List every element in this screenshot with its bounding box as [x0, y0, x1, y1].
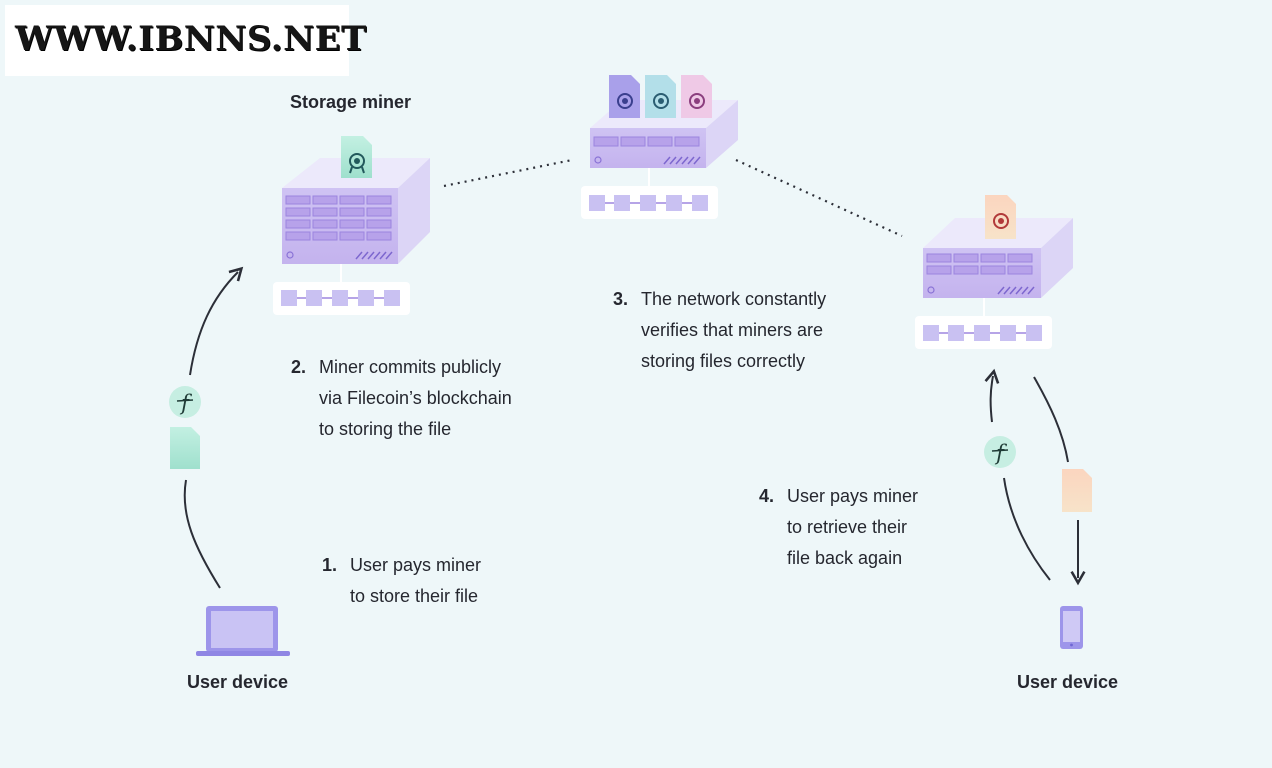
watermark-text: WWW.IBNNS.NET — [15, 19, 367, 59]
arrow-retrieve-upper — [1033, 376, 1069, 463]
label-user-device-right: User device — [1017, 672, 1119, 692]
step-2-line-2: via Filecoin’s blockchain — [319, 388, 512, 408]
step-4-number: 4. — [759, 486, 775, 506]
arrow-store-lower — [183, 479, 221, 589]
svg-text:f: f — [994, 441, 1007, 465]
blockchain-icon-left — [273, 282, 410, 315]
step-4-line-2: to retrieve their — [787, 517, 908, 537]
file-icon-stored-3 — [681, 75, 712, 118]
label-user-device-left: User device — [187, 672, 289, 692]
laptop-icon — [196, 606, 290, 656]
file-icon-download — [1062, 469, 1092, 512]
step-1-line-2: to store their file — [350, 586, 479, 606]
network-link-left — [443, 158, 573, 188]
step-4-line-3: file back again — [787, 548, 903, 568]
server-icon-retrieval-miner — [923, 218, 1073, 298]
watermark: WWW.IBNNS.NET — [5, 5, 366, 76]
filecoin-token-icon-right: f — [984, 436, 1016, 468]
step-2-line-1: Miner commits publicly — [319, 357, 502, 377]
phone-icon — [1060, 606, 1083, 649]
filecoin-token-icon-left: f — [169, 386, 201, 418]
step-2-number: 2. — [291, 357, 307, 377]
step-3-line-2: verifies that miners are — [641, 320, 824, 340]
arrow-pay-up-lower — [1003, 477, 1051, 581]
label-storage-miner: Storage miner — [290, 92, 412, 112]
step-4-line-1: User pays miner — [787, 486, 919, 506]
network-link-right — [735, 158, 903, 238]
step-2-line-3: to storing the file — [319, 419, 452, 439]
step-3-line-1: The network constantly — [641, 289, 827, 309]
arrow-pay-up-upper — [984, 368, 1000, 423]
file-icon-stored-2 — [645, 75, 676, 118]
step-3-line-3: storing files correctly — [641, 351, 806, 371]
svg-text:f: f — [179, 391, 192, 415]
step-1-line-1: User pays miner — [350, 555, 482, 575]
blockchain-icon-right — [915, 316, 1052, 349]
step-3-number: 3. — [613, 289, 629, 309]
file-icon-committed — [341, 136, 372, 178]
arrow-store-upper — [189, 266, 244, 376]
file-icon-stored-1 — [609, 75, 640, 118]
step-1-number: 1. — [322, 555, 338, 575]
file-icon-upload — [170, 427, 200, 469]
blockchain-icon-center — [581, 186, 718, 219]
file-icon-retrieval — [985, 195, 1016, 239]
